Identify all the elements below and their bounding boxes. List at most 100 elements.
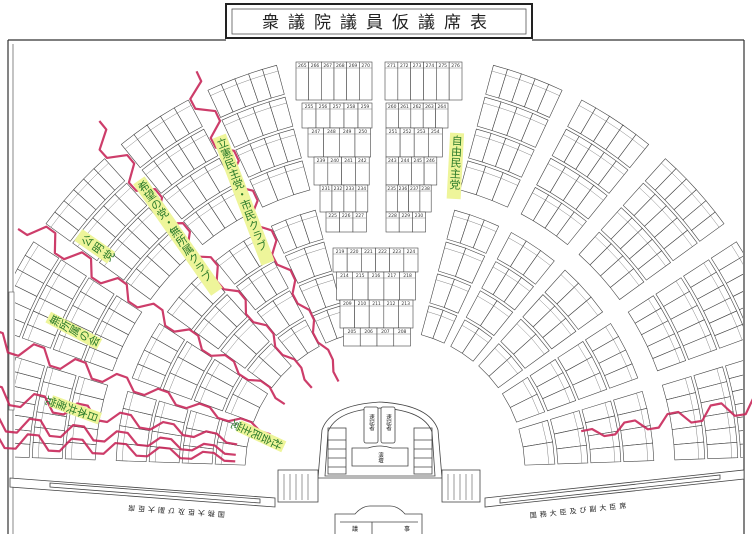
seat-cell[interactable] <box>503 277 534 311</box>
seat-cell[interactable] <box>739 297 752 323</box>
seat-cell[interactable] <box>718 255 752 284</box>
seat-cell[interactable] <box>589 446 622 464</box>
seat-cell[interactable] <box>710 241 745 272</box>
seat-cell[interactable] <box>691 211 725 242</box>
seat-cell[interactable] <box>542 385 577 412</box>
seat-cell[interactable] <box>300 209 324 244</box>
seat-cell[interactable] <box>151 323 185 352</box>
seat-cell[interactable] <box>352 211 367 233</box>
seat-cell[interactable] <box>736 413 752 432</box>
seat-cell[interactable] <box>3 283 38 311</box>
seat-cell[interactable] <box>24 241 60 272</box>
seat-cell[interactable] <box>572 372 608 400</box>
seat-cell[interactable] <box>0 442 31 458</box>
seat-number-divider <box>516 323 532 339</box>
seat-cell[interactable] <box>556 444 589 465</box>
seat-cell[interactable] <box>522 441 556 466</box>
seat-cell[interactable] <box>673 441 706 461</box>
seat-cell[interactable] <box>597 160 629 194</box>
seat-cell[interactable] <box>536 83 563 118</box>
seat-cell[interactable] <box>508 143 535 178</box>
seat-cell[interactable] <box>472 219 500 254</box>
seat-cell[interactable] <box>53 259 87 288</box>
seat-cell[interactable] <box>682 333 718 360</box>
seat-cell[interactable] <box>260 261 289 296</box>
seat-cell[interactable] <box>6 385 39 406</box>
seat-cell[interactable] <box>108 295 143 324</box>
seat-cell[interactable] <box>177 341 213 372</box>
seat-cell[interactable] <box>725 269 752 297</box>
seat-cell[interactable] <box>513 333 550 369</box>
seat-cell[interactable] <box>617 134 650 169</box>
seat-cell[interactable] <box>278 128 302 163</box>
seat-cell[interactable] <box>575 184 608 220</box>
seat-cell[interactable] <box>622 442 655 462</box>
svg-text:国務大臣及び副大臣席: 国務大臣及び副大臣席 <box>125 503 225 519</box>
seat-cell[interactable] <box>80 277 115 307</box>
seat-cell[interactable] <box>509 393 546 423</box>
seat-cell[interactable] <box>731 385 752 406</box>
seat-cell[interactable] <box>258 343 292 377</box>
seat-cell[interactable] <box>303 241 333 277</box>
seat-cell[interactable] <box>725 357 752 380</box>
seat-cell[interactable] <box>443 278 472 314</box>
seat-cell[interactable] <box>455 247 486 284</box>
seat-cell[interactable] <box>0 393 3 413</box>
seat-number-divider <box>50 215 60 228</box>
seat-cell[interactable] <box>359 61 373 101</box>
seat-cell[interactable] <box>663 229 698 262</box>
seat-cell[interactable] <box>42 366 77 390</box>
seat-cell[interactable] <box>714 323 748 349</box>
seat-cell[interactable] <box>206 359 241 388</box>
seat-cell[interactable] <box>739 442 752 458</box>
seat-cell[interactable] <box>214 294 248 328</box>
seat-cell[interactable] <box>93 158 126 191</box>
seat-number-divider <box>606 247 619 261</box>
seat-cell[interactable] <box>0 312 26 338</box>
seat-cell[interactable] <box>8 371 42 393</box>
seat-cell[interactable] <box>728 371 752 393</box>
seat-cell[interactable] <box>3 399 36 419</box>
seat-cell[interactable] <box>186 410 220 435</box>
seat-cell[interactable] <box>12 356 45 380</box>
seat-cell[interactable] <box>122 390 157 416</box>
seat-cell[interactable] <box>567 296 604 330</box>
seat-cell[interactable] <box>204 157 234 193</box>
seat-cell[interactable] <box>745 312 752 337</box>
seat-cell[interactable] <box>154 400 189 424</box>
seat-cell[interactable] <box>488 355 523 389</box>
seat-cell[interactable] <box>393 327 411 347</box>
seat-number: 265 <box>298 63 307 69</box>
seat-cell[interactable] <box>262 64 285 99</box>
seat-cell[interactable] <box>556 211 587 246</box>
seat-cell[interactable] <box>74 376 109 401</box>
seat-cell[interactable] <box>315 273 341 308</box>
seat-cell[interactable] <box>491 172 521 208</box>
seat-cell[interactable] <box>480 300 514 336</box>
seat-cell[interactable] <box>520 112 549 148</box>
seat-cell[interactable] <box>283 160 311 196</box>
seat-cell[interactable] <box>412 211 426 233</box>
seat-cell[interactable] <box>732 283 752 311</box>
seat-cell[interactable] <box>448 61 463 101</box>
seat-cell[interactable] <box>268 96 294 131</box>
seat-cell[interactable] <box>522 250 555 285</box>
seat-cell[interactable] <box>114 182 148 217</box>
seat-cell[interactable] <box>173 99 203 135</box>
seat-cell[interactable] <box>652 346 687 372</box>
seat-cell[interactable] <box>0 297 31 324</box>
seat-cell[interactable] <box>461 327 493 362</box>
seat-cell[interactable] <box>272 290 305 327</box>
seat-cell[interactable] <box>637 250 672 281</box>
seat-cell[interactable] <box>604 363 639 389</box>
seat-cell[interactable] <box>290 319 320 354</box>
seat-number: 233 <box>346 186 355 192</box>
seat-cell[interactable] <box>706 441 739 460</box>
seat-cell[interactable] <box>432 309 458 344</box>
seat-cell[interactable] <box>137 207 170 240</box>
seat-cell[interactable] <box>542 317 577 350</box>
seat-cell[interactable] <box>609 268 645 300</box>
seat-cell[interactable] <box>738 428 752 445</box>
seat-cell[interactable] <box>190 128 219 163</box>
seat-number-divider <box>210 89 224 96</box>
